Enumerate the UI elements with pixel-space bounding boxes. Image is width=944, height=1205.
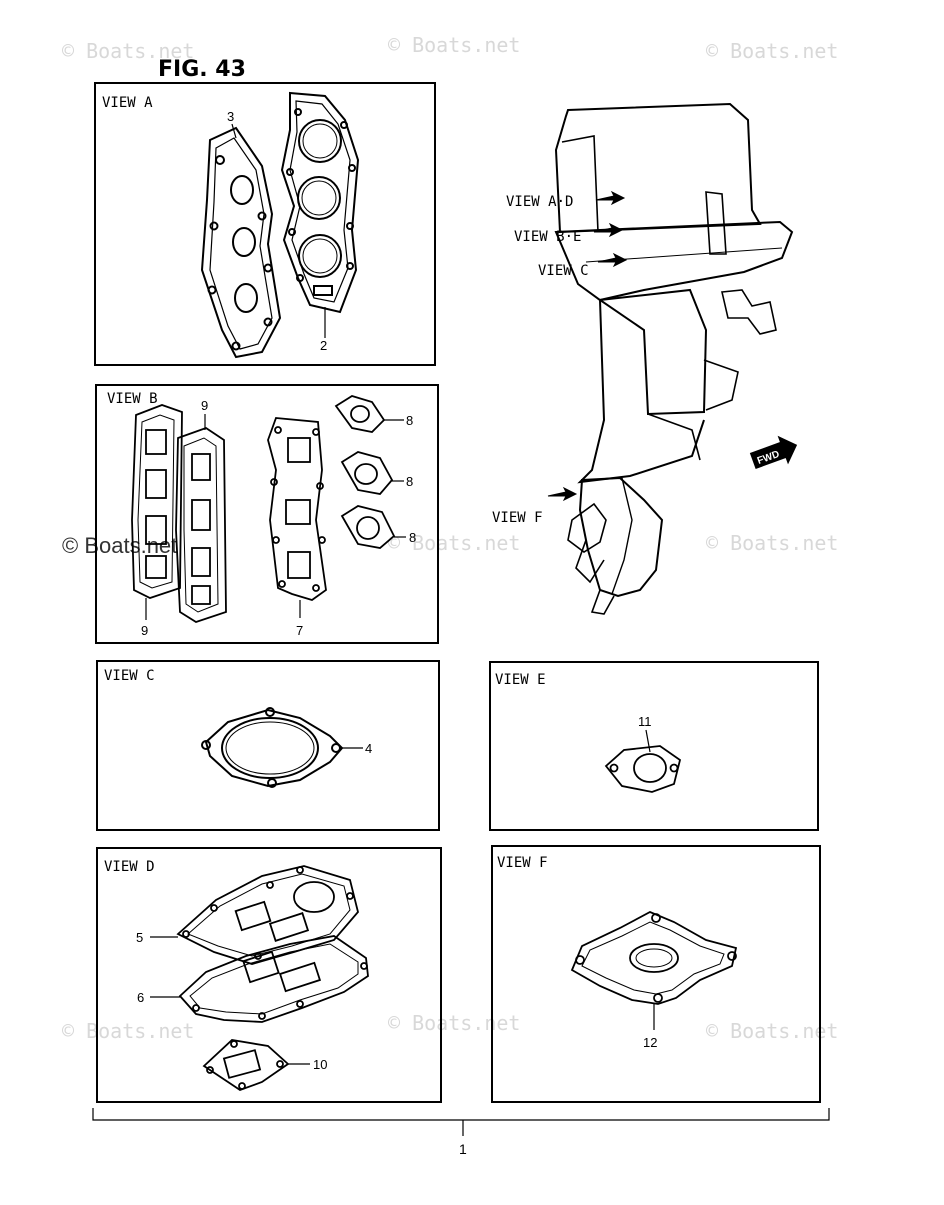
callout-3: 3: [227, 109, 234, 124]
view-a-label: VIEW A: [102, 95, 153, 111]
view-b-frame: [95, 384, 439, 644]
view-f-panel: VIEW F 12: [491, 845, 821, 1103]
view-a-frame: [94, 82, 436, 366]
view-b-label: VIEW B: [107, 391, 158, 407]
arrow-view-be: [593, 222, 624, 238]
part-8-gasket-3: [340, 505, 396, 549]
callout-2: 2: [320, 338, 327, 353]
part-7-gasket: [267, 417, 327, 601]
motor-label-view-c: VIEW C: [538, 263, 589, 279]
view-d-panel: VIEW D 5 6: [96, 847, 442, 1103]
view-c-frame: [96, 660, 440, 831]
view-f-frame: [491, 845, 821, 1103]
callout-9-bottom: 9: [141, 623, 148, 638]
callout-6: 6: [137, 990, 144, 1005]
motor-view-arrows: [547, 190, 628, 502]
watermarks: © Boats.net © Boats.net © Boats.net © Bo…: [62, 33, 838, 1043]
view-d-frame: [96, 847, 442, 1103]
part-9-gasket-right: [175, 427, 227, 623]
part-10-gasket: [202, 1039, 290, 1092]
view-c-label: VIEW C: [104, 668, 155, 684]
forward-direction-arrow: FWD: [749, 435, 798, 469]
watermark: © Boats.net: [706, 39, 838, 63]
arrow-view-c: [597, 252, 628, 268]
set-bracket: [92, 1108, 830, 1136]
view-e-frame: [489, 661, 819, 831]
view-c-panel: VIEW C 4: [96, 660, 440, 831]
watermark: © Boats.net: [62, 1019, 194, 1043]
part-4-gasket: [201, 707, 344, 788]
view-d-label: VIEW D: [104, 859, 155, 875]
callout-4: 4: [365, 741, 372, 756]
view-e-panel: VIEW E 11: [489, 661, 819, 831]
callout-5: 5: [136, 930, 143, 945]
part-9-gasket-left: [131, 404, 183, 599]
motor-label-view-f: VIEW F: [492, 510, 543, 526]
part-6-gasket: [178, 935, 369, 1023]
motor-label-view-be: VIEW B·E: [514, 229, 581, 245]
watermark: © Boats.net: [388, 531, 520, 555]
watermark: © Boats.net: [62, 39, 194, 63]
view-b-panel: VIEW B 9 9 7: [95, 384, 439, 644]
arrow-view-ad: [595, 190, 626, 206]
view-f-label: VIEW F: [497, 855, 548, 871]
callout-11: 11: [638, 714, 652, 729]
callout-8-bottom: 8: [409, 530, 416, 545]
watermark: © Boats.net: [388, 33, 520, 57]
outboard-motor-drawing: [554, 102, 794, 615]
callout-8-mid: 8: [406, 474, 413, 489]
arrow-view-f: [547, 486, 578, 502]
callout-8-top: 8: [406, 413, 413, 428]
part-11-gasket: [604, 745, 682, 793]
motor-label-view-ad: VIEW A·D: [506, 194, 573, 210]
part-8-gasket-1: [334, 395, 386, 433]
callout-9-top: 9: [201, 398, 208, 413]
part-8-gasket-2: [340, 451, 394, 495]
callout-10: 10: [313, 1057, 327, 1072]
watermark: © Boats.net: [388, 1011, 520, 1035]
view-e-label: VIEW E: [495, 672, 546, 688]
callout-12: 12: [643, 1035, 657, 1050]
figure-title: FIG. 43: [158, 57, 246, 82]
watermark: © Boats.net: [706, 1019, 838, 1043]
part-3-gasket: [200, 126, 282, 359]
part-12-gasket: [570, 911, 738, 1005]
part-2-gasket: [280, 91, 360, 314]
watermark: © Boats.net: [706, 531, 838, 555]
watermark-dark: © Boats.net: [62, 533, 177, 558]
callout-7: 7: [296, 623, 303, 638]
view-a-panel: VIEW A 3 2: [94, 82, 436, 366]
callout-1: 1: [459, 1141, 467, 1157]
